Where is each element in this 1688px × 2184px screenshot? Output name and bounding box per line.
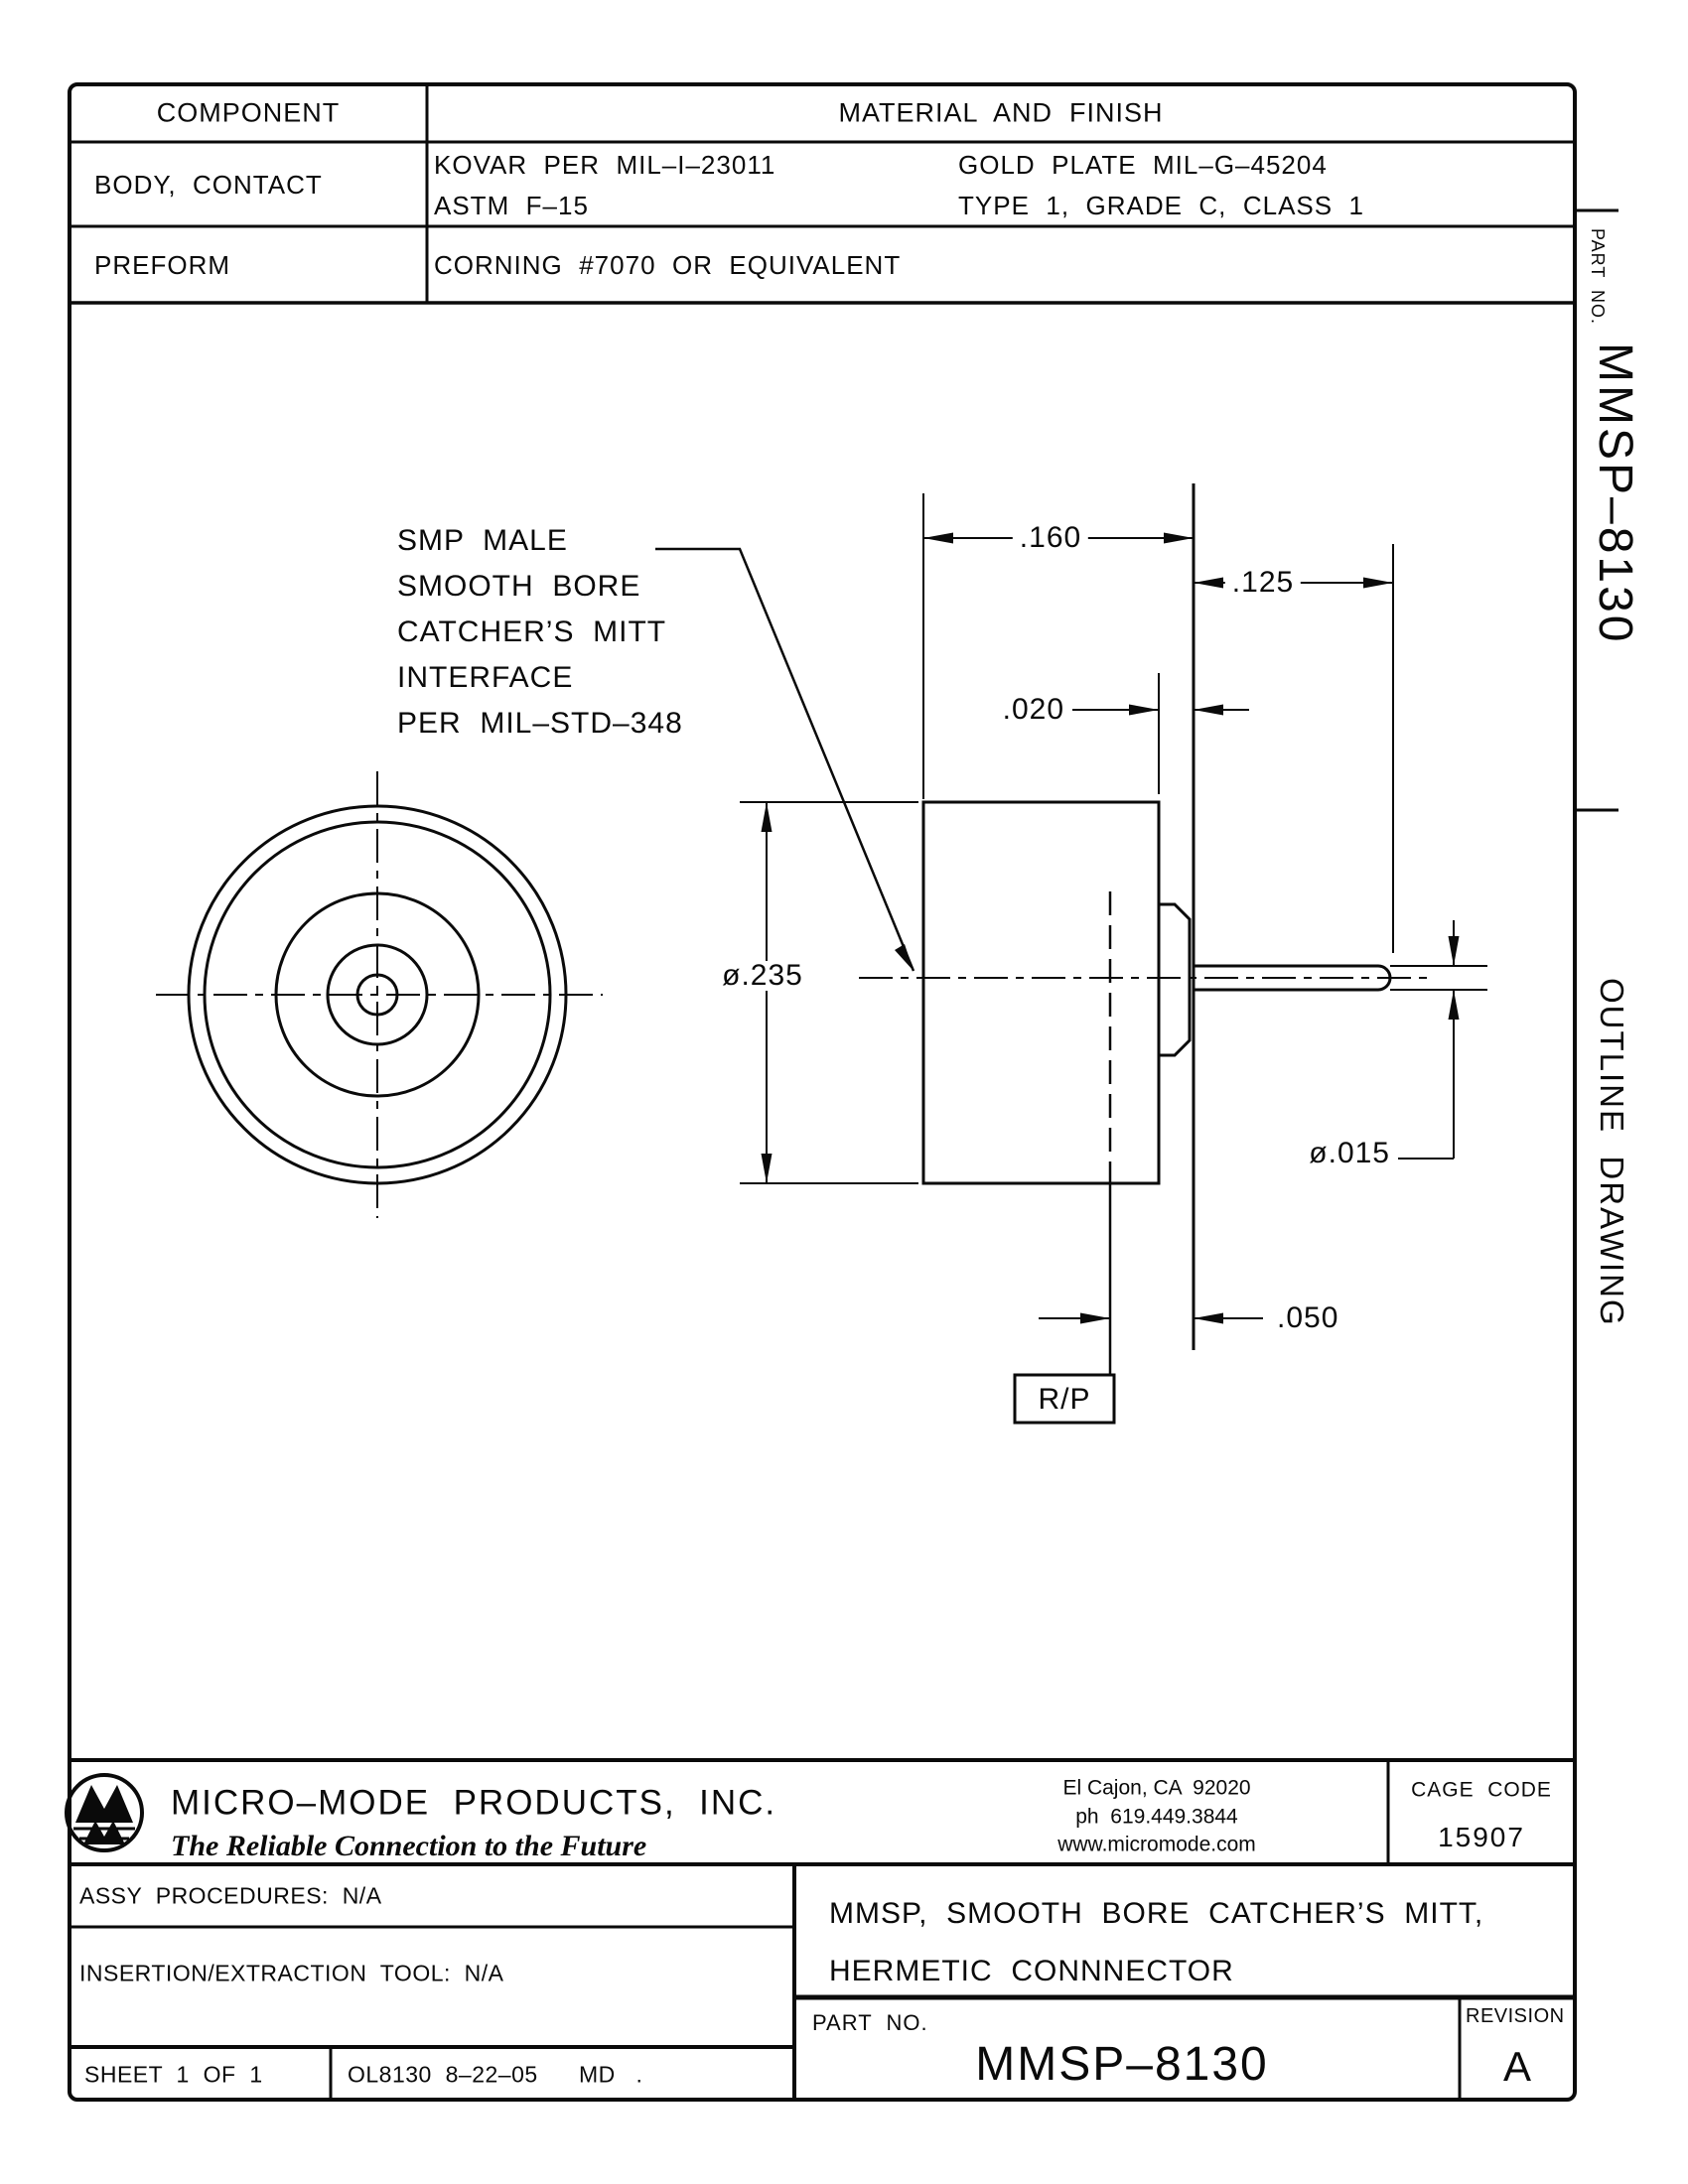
logo-mountains-small-icon (83, 1821, 125, 1844)
side-view (859, 483, 1487, 1425)
dim-body-diameter: ø.235 (715, 961, 810, 991)
dim-body-length: .160 (1012, 523, 1089, 553)
callout-line-1: SMP MALE (397, 524, 568, 557)
front-view (156, 771, 603, 1218)
material-astm: ASTM F–15 (434, 191, 589, 220)
rp-label: R/P (1038, 1383, 1091, 1416)
callout-line-3: CATCHER’S MITT (397, 615, 667, 648)
material-corning: CORNING #7070 OR EQUIVALENT (434, 250, 902, 280)
row-body-contact: BODY, CONTACT (94, 170, 323, 200)
materials-table-lines (70, 84, 1575, 305)
revision-value: A (1502, 2043, 1532, 2090)
strip-drawing-type: OUTLINE DRAWING (1594, 978, 1630, 1327)
material-type-grade: TYPE 1, GRADE C, CLASS 1 (958, 191, 1365, 220)
sheet-number: SHEET 1 OF 1 (84, 2061, 263, 2088)
dimension-lines (740, 493, 1455, 1319)
callout-line-5: PER MIL–STD–348 (397, 707, 683, 740)
title-block-lines (70, 1758, 1575, 2100)
logo-circle (65, 1773, 144, 1852)
dimension-arrowheads (761, 532, 1460, 1324)
material-gold-plate: GOLD PLATE MIL–G–45204 (958, 150, 1328, 180)
drawing-title-line-2: HERMETIC CONNNECTOR (829, 1955, 1234, 1987)
component-header: COMPONENT (156, 97, 341, 128)
part-no-value: MMSP–8130 (975, 2038, 1269, 2091)
edge-strip-ticks (1575, 208, 1618, 812)
dim-pin-diameter: ø.015 (1309, 1137, 1390, 1169)
address-line-3: www.micromode.com (1057, 1833, 1256, 1856)
sheet-border (68, 82, 1577, 2102)
dim-seal-gap: .020 (1002, 693, 1064, 726)
dim-ref-offset: .050 (1277, 1301, 1339, 1334)
callout-leader (655, 547, 915, 972)
callout-line-4: INTERFACE (397, 661, 574, 694)
insertion-tool: INSERTION/EXTRACTION TOOL: N/A (79, 1960, 504, 1986)
cage-code-value: 15907 (1438, 1822, 1525, 1852)
company-logo (65, 1773, 144, 1852)
strip-part-no-label: PART NO. (1588, 228, 1608, 326)
logo-mountains-icon (75, 1785, 133, 1823)
drawing-title-line-1: MMSP, SMOOTH BORE CATCHER’S MITT, (829, 1897, 1484, 1930)
company-tagline: The Reliable Connection to the Future (171, 1830, 647, 1862)
strip-part-no: MMSP–8130 (1589, 342, 1641, 645)
assy-procedures: ASSY PROCEDURES: N/A (79, 1882, 382, 1909)
revision-label: REVISION (1466, 2005, 1565, 2027)
row-preform: PREFORM (94, 250, 230, 280)
company-name: MICRO–MODE PRODUCTS, INC. (171, 1783, 777, 1823)
dim-pin-length: .125 (1224, 568, 1302, 598)
material-kovar: KOVAR PER MIL–I–23011 (434, 150, 776, 180)
address-line-2: ph 619.449.3844 (1075, 1805, 1238, 1829)
doc-reference: OL8130 8–22–05 MD . (348, 2061, 643, 2088)
callout-line-2: SMOOTH BORE (397, 570, 641, 603)
address-line-1: El Cajon, CA 92020 (1062, 1776, 1251, 1800)
flange (1159, 902, 1192, 1057)
cage-code-label: CAGE CODE (1411, 1778, 1552, 1802)
rp-box (1013, 1373, 1116, 1425)
connector-body (921, 800, 1161, 1185)
material-header: MATERIAL AND FINISH (838, 97, 1164, 128)
part-no-label: PART NO. (812, 2010, 928, 2035)
